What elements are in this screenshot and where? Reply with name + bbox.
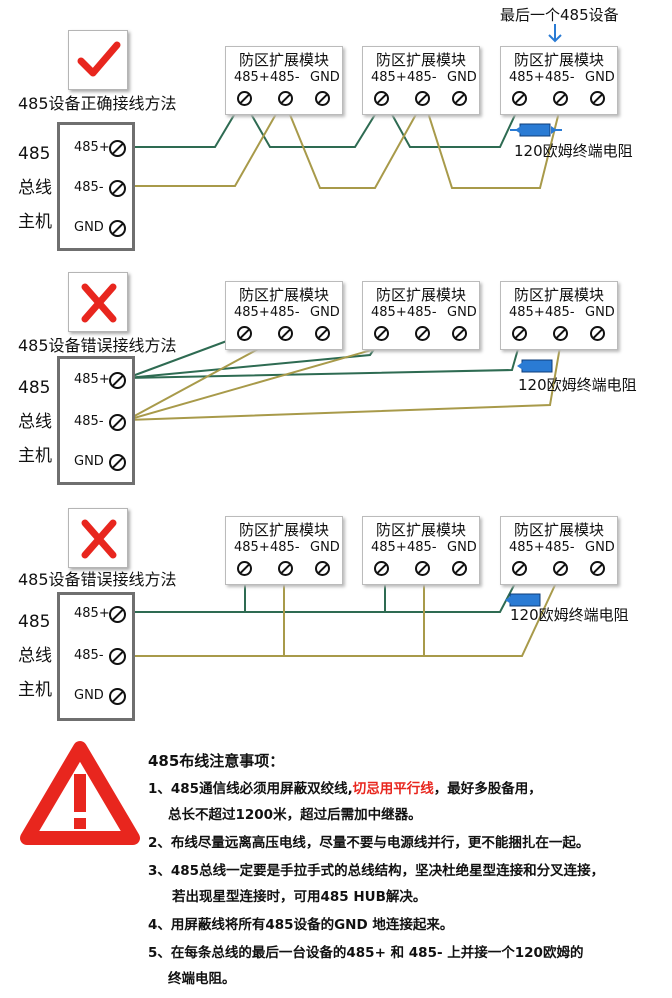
host-terminal-gnd: GND [74,688,104,703]
resistor-label: 120欧姆终端电阻 [518,376,637,394]
caption-wrong-branch: 485设备错误接线方法 [18,570,177,589]
wire-485plus-correct [127,98,523,148]
cross-mark-box [68,508,128,568]
host-label-485: 485 [18,612,51,632]
check-mark-box [68,30,128,90]
resistor-2 [521,359,553,373]
screw-icon [109,372,126,389]
note-3: 3、485总线一定要是手拉手式的总线结构，坚决杜绝星型连接和分叉连接， [148,863,605,879]
cross-icon [81,283,117,323]
notes-title: 485布线注意事项： [148,752,285,770]
screw-icon [109,180,126,197]
host-label-bus: 总线 [18,646,52,666]
expansion-module: 防区扩展模块 485+485-GND [225,46,343,115]
host-label-bus: 总线 [18,412,52,432]
host-terminal-gnd: GND [74,454,104,469]
note-1-cont: 总长不超过1200米，超过后需加中继器。 [168,807,422,823]
expansion-module: 防区扩展模块 485+485-GND [225,281,343,350]
resistor-label: 120欧姆终端电阻 [514,142,633,160]
host-label-485: 485 [18,378,51,398]
note-5-cont: 终端电阻。 [168,971,236,987]
host-label-master: 主机 [18,446,52,466]
cross-icon [81,519,117,559]
note-4: 4、用屏蔽线将所有485设备的GND 地连接起来。 [148,917,454,933]
caption-correct: 485设备正确接线方法 [18,94,177,113]
resistor-label: 120欧姆终端电阻 [510,606,629,624]
host-box: 485+ 485- GND [57,356,135,485]
screw-icon [109,454,126,471]
screw-icon [109,140,126,157]
wire-485minus-star-3 [126,334,563,421]
wire-485plus-star-1 [126,334,244,379]
note-1-warning: 切忌用平行线 [352,781,434,797]
warning-icon [20,741,140,845]
host-terminal-485plus: 485+ [74,140,110,155]
expansion-module-last: 防区扩展模块 485+485-GND [500,46,618,115]
note-1: 1、485通信线必须用屏蔽双绞线,切忌用平行线，最好多股备用， [148,781,542,797]
note-5: 5、在每条总线的最后一台设备的485+ 和 485- 上并接一个120欧姆的 [148,945,584,961]
expansion-module: 防区扩展模块 485+485-GND [362,281,480,350]
expansion-module: 防区扩展模块 485+485-GND [225,516,343,585]
last-device-note: 最后一个485设备 [500,6,619,24]
wire-485minus-correct [127,97,563,189]
arrow-down-icon [548,24,562,43]
caption-wrong-star: 485设备错误接线方法 [18,336,177,355]
host-box: 485+ 485- GND [57,592,135,721]
host-terminal-485minus: 485- [74,648,104,663]
screw-icon [109,688,126,705]
expansion-module-last: 防区扩展模块 485+485-GND [500,516,618,585]
host-terminal-485minus: 485- [74,180,104,195]
host-terminal-485plus: 485+ [74,372,110,387]
host-terminal-gnd: GND [74,220,104,235]
screw-icon [109,220,126,237]
screw-icon [109,414,126,431]
host-terminal-485minus: 485- [74,414,104,429]
expansion-module-last: 防区扩展模块 485+485-GND [500,281,618,350]
resistor-3 [509,593,541,607]
check-icon [77,41,121,77]
cross-mark-box [68,272,128,332]
host-label-master: 主机 [18,212,52,232]
resistor-1 [519,123,551,137]
note-2: 2、布线尽量远离高压电线，尽量不要与电源线并行，更不能捆扎在一起。 [148,835,590,851]
host-label-485: 485 [18,144,51,164]
screw-icon [109,648,126,665]
host-box: 485+ 485- GND [57,122,135,251]
expansion-module: 防区扩展模块 485+485-GND [362,46,480,115]
note-3-cont: 若出现星型连接时，可用485 HUB解决。 [172,889,427,905]
host-label-master: 主机 [18,680,52,700]
expansion-module: 防区扩展模块 485+485-GND [362,516,480,585]
host-terminal-485plus: 485+ [74,606,110,621]
screw-icon [109,606,126,623]
host-label-bus: 总线 [18,178,52,198]
